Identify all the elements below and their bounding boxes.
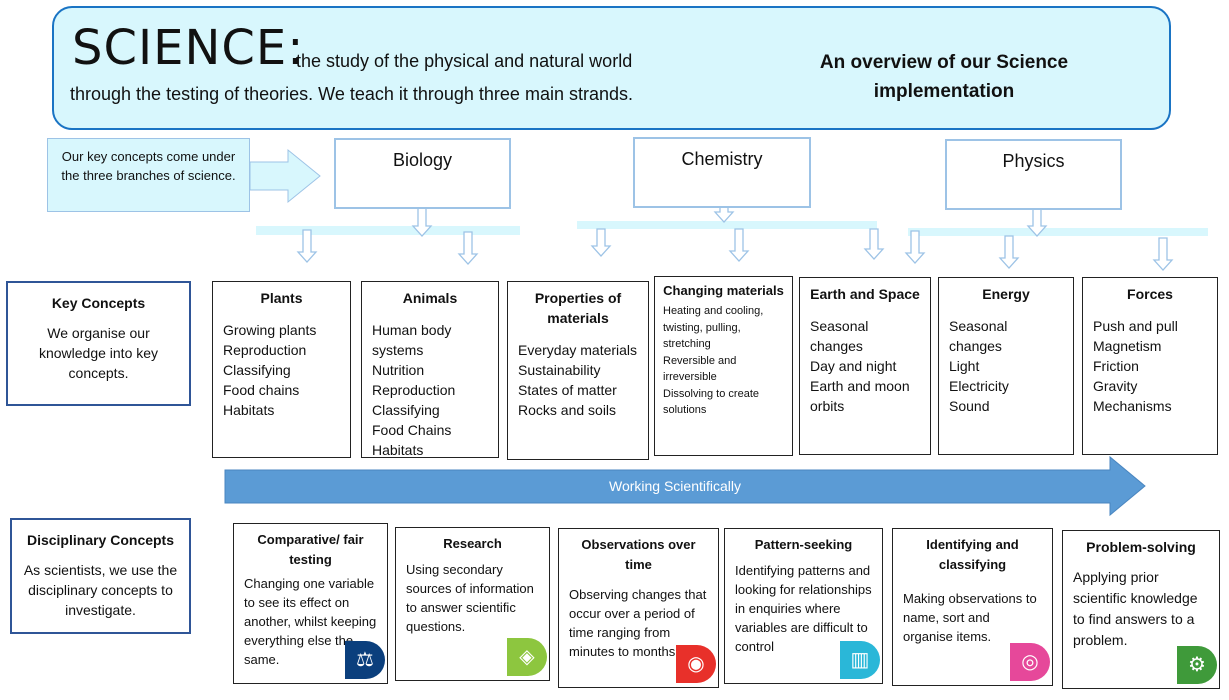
branch-biology: Biology bbox=[334, 138, 511, 209]
subtitle-line-2: through the testing of theories. We teac… bbox=[70, 84, 633, 104]
concept-items: Everyday materials Sustainability States… bbox=[518, 342, 638, 418]
callout-arrow bbox=[249, 148, 321, 204]
discipline-title: Observations over time bbox=[581, 537, 696, 572]
discipline-text: Changing one variable to see its effect … bbox=[244, 576, 377, 667]
branch-chemistry: Chemistry bbox=[633, 137, 811, 208]
working-scientifically-label: Working Scientifically bbox=[608, 478, 741, 494]
concept-items: Seasonal changes Day and night Earth and… bbox=[810, 318, 910, 414]
concept-items: Seasonal changes Light Electricity Sound bbox=[949, 318, 1009, 414]
key-concepts-box: Key Concepts We organise our knowledge i… bbox=[6, 281, 191, 406]
discipline-title: Research bbox=[443, 536, 502, 551]
physics-bar bbox=[908, 228, 1208, 236]
head-gears-icon: ⚙ bbox=[1177, 646, 1217, 684]
concept-title: Earth and Space bbox=[810, 286, 920, 302]
discipline-title: Identifying and classifying bbox=[926, 537, 1019, 572]
overview-heading: An overview of our Science implementatio… bbox=[819, 52, 1069, 102]
discipline-title: Comparative/ fair testing bbox=[257, 532, 364, 567]
concept-title: Changing materials bbox=[663, 283, 784, 298]
subtitle-line-1: the study of the physical and natural wo… bbox=[296, 51, 633, 71]
concept-title: Animals bbox=[402, 290, 458, 306]
page-title: SCIENCE: bbox=[72, 20, 305, 76]
key-concepts-callout: Our key concepts come under the three br… bbox=[47, 138, 250, 212]
concept-items: Human body systems Nutrition Reproductio… bbox=[372, 322, 456, 458]
disciplinary-text: As scientists, we use the disciplinary c… bbox=[23, 562, 178, 618]
discipline-title: Problem-solving bbox=[1086, 539, 1196, 555]
discipline-text: Using secondary sources of information t… bbox=[406, 562, 534, 634]
concept-items: Heating and cooling, twisting, pulling, … bbox=[663, 305, 764, 416]
key-concepts-title: Key Concepts bbox=[51, 295, 146, 311]
overlap-circles-icon: ◎ bbox=[1010, 643, 1050, 681]
book-icon: ◈ bbox=[507, 638, 547, 676]
disciplinary-title: Disciplinary Concepts bbox=[26, 532, 175, 548]
eye-icon: ◉ bbox=[676, 645, 716, 683]
concept-items: Push and pull Magnetism Friction Gravity… bbox=[1093, 318, 1178, 414]
chemistry-bar bbox=[577, 221, 877, 229]
discipline-text: Observing changes that occur over a peri… bbox=[569, 587, 707, 659]
concept-title: Energy bbox=[982, 286, 1030, 302]
working-scientifically-arrow bbox=[224, 455, 1146, 517]
concept-title: Forces bbox=[1127, 286, 1173, 302]
header-banner: SCIENCE: the study of the physical and n… bbox=[52, 6, 1171, 130]
branch-physics: Physics bbox=[945, 139, 1122, 210]
concept-title: Properties of materials bbox=[534, 290, 622, 326]
biology-bar bbox=[256, 226, 520, 235]
discipline-text: Applying prior scientific knowledge to f… bbox=[1073, 569, 1198, 648]
discipline-text: Identifying patterns and looking for rel… bbox=[735, 563, 872, 654]
key-concepts-text: We organise our knowledge into key conce… bbox=[38, 325, 159, 381]
scales-icon: ⚖ bbox=[345, 641, 385, 679]
bar-chart-icon: ▥ bbox=[840, 641, 880, 679]
concept-title: Plants bbox=[260, 290, 303, 306]
disciplinary-concepts-box: Disciplinary Concepts As scientists, we … bbox=[10, 518, 191, 634]
concept-items: Growing plants Reproduction Classifying … bbox=[223, 322, 317, 418]
discipline-title: Pattern-seeking bbox=[754, 537, 853, 552]
discipline-text: Making observations to name, sort and or… bbox=[903, 591, 1037, 644]
